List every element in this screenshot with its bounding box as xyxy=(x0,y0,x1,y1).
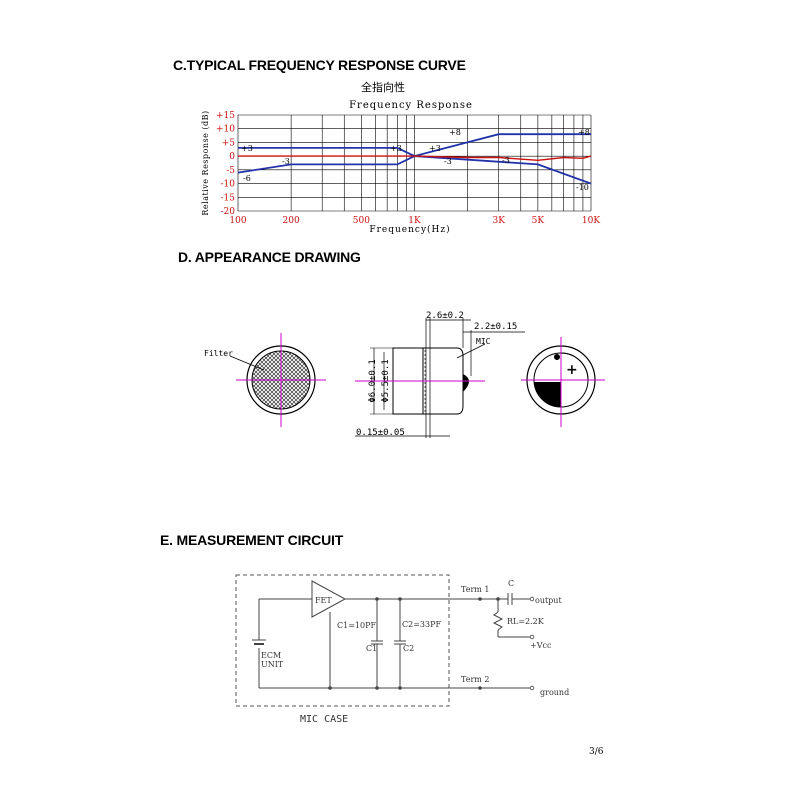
section-title-frequency-response: C.TYPICAL FREQUENCY RESPONSE CURVE xyxy=(173,57,466,73)
y-tick-label: -20 xyxy=(221,207,236,217)
chart-annotations: +3 +3 +3 +8 +8 -6 -3 -3 -3 -10 xyxy=(241,128,590,192)
annotation-upper-right-end: +8 xyxy=(578,128,590,137)
frequency-response-chart: 全指向性 Frequency Response Relative Respons… xyxy=(201,80,600,235)
dim-top2-label: 2.2±0.15 xyxy=(474,322,517,332)
ecm-label-line2: UNIT xyxy=(261,660,284,669)
section-title-appearance-drawing: D. APPEARANCE DRAWING xyxy=(178,249,361,265)
front-view-filter: Filter xyxy=(204,333,326,427)
page-number: 3/6 xyxy=(589,747,604,757)
ground-label: ground xyxy=(540,688,569,697)
x-tick-label: 3K xyxy=(492,216,505,226)
fet-label: FET xyxy=(315,596,332,605)
y-tick-label: 0 xyxy=(229,152,235,162)
dim-top-label: 2.6±0.2 xyxy=(426,311,464,321)
annotation-upper-left: +3 xyxy=(241,144,253,153)
y-tick-label: +5 xyxy=(222,138,236,148)
plus-terminal-label: + xyxy=(566,362,578,378)
ecm-label-line1: ECM xyxy=(261,651,281,660)
chart-x-tick-labels: 100 200 500 1K 3K 5K 10K xyxy=(229,216,600,226)
y-tick-label: +10 xyxy=(216,125,235,135)
vcc-label: +Vcc xyxy=(530,641,552,650)
annotation-upper-mid: +3 xyxy=(390,144,402,153)
x-tick-label: 100 xyxy=(229,216,246,226)
rear-view xyxy=(521,337,605,427)
c2-label: C2 xyxy=(403,644,414,653)
dia-inner-label: Φ5.5±0.1 xyxy=(381,359,391,402)
c1-value-label: C1=10PF xyxy=(337,621,376,630)
appearance-drawing: Filter 2.6±0.2 2.2±0.15 MIC Φ6.0±0.1 Φ5.… xyxy=(204,311,605,438)
chart-grid xyxy=(237,114,592,212)
chart-y-axis-label: Relative Response (dB) xyxy=(201,110,210,215)
x-tick-label: 5K xyxy=(532,216,545,226)
x-tick-label: 500 xyxy=(353,216,370,226)
capacitor-c-label: C xyxy=(508,579,514,588)
x-tick-label: 200 xyxy=(283,216,300,226)
c2-value-label: C2=33PF xyxy=(402,620,441,629)
mic-case-box xyxy=(235,574,450,707)
rl-label: RL=2.2K xyxy=(507,617,545,626)
filter-label: Filter xyxy=(204,349,233,358)
measured-response-line xyxy=(238,155,592,162)
chart-series xyxy=(237,133,592,185)
annotation-upper-right-start: +8 xyxy=(449,128,461,137)
output-label: output xyxy=(535,596,562,605)
x-tick-label: 1K xyxy=(408,216,421,226)
annotation-measured-mark: -3 xyxy=(502,156,510,165)
annotation-lower-after: -3 xyxy=(444,157,452,166)
dia-outer-label: Φ6.0±0.1 xyxy=(368,359,378,402)
chart-y-tick-labels: +15 +10 +5 0 -5 -10 -15 -20 xyxy=(216,111,235,217)
circuit-nodes xyxy=(328,597,500,690)
mic-case-label: MIC CASE xyxy=(300,714,348,725)
lower-limit-line xyxy=(237,155,592,185)
circuit-wires xyxy=(252,580,530,689)
annotation-upper-after: +3 xyxy=(429,144,441,153)
x-tick-label: 10K xyxy=(582,216,600,226)
term2-label: Term 2 xyxy=(461,675,490,684)
measurement-circuit: MIC CASE xyxy=(235,574,569,725)
term1-label: Term 1 xyxy=(461,585,490,594)
y-tick-label: -5 xyxy=(226,166,235,176)
y-tick-label: -15 xyxy=(221,193,236,203)
annotation-lower-right-end: -10 xyxy=(576,183,589,192)
y-tick-label: +15 xyxy=(216,111,235,121)
annotation-lower-mid: -3 xyxy=(282,157,290,166)
annotation-lower-left: -6 xyxy=(243,174,251,183)
c1-label: C1 xyxy=(366,644,377,653)
chart-subtitle-cn: 全指向性 xyxy=(361,80,405,94)
chart-x-axis-label: Frequency(Hz) xyxy=(369,224,450,235)
chart-title: Frequency Response xyxy=(349,100,473,111)
dim-bottom-label: 0.15±0.05 xyxy=(356,428,405,438)
y-tick-label: -10 xyxy=(221,180,236,190)
section-title-measurement-circuit: E. MEASUREMENT CIRCUIT xyxy=(160,532,344,548)
side-view-terminal xyxy=(463,374,469,392)
upper-limit-line xyxy=(238,133,591,158)
mic-label: MIC xyxy=(476,337,491,346)
